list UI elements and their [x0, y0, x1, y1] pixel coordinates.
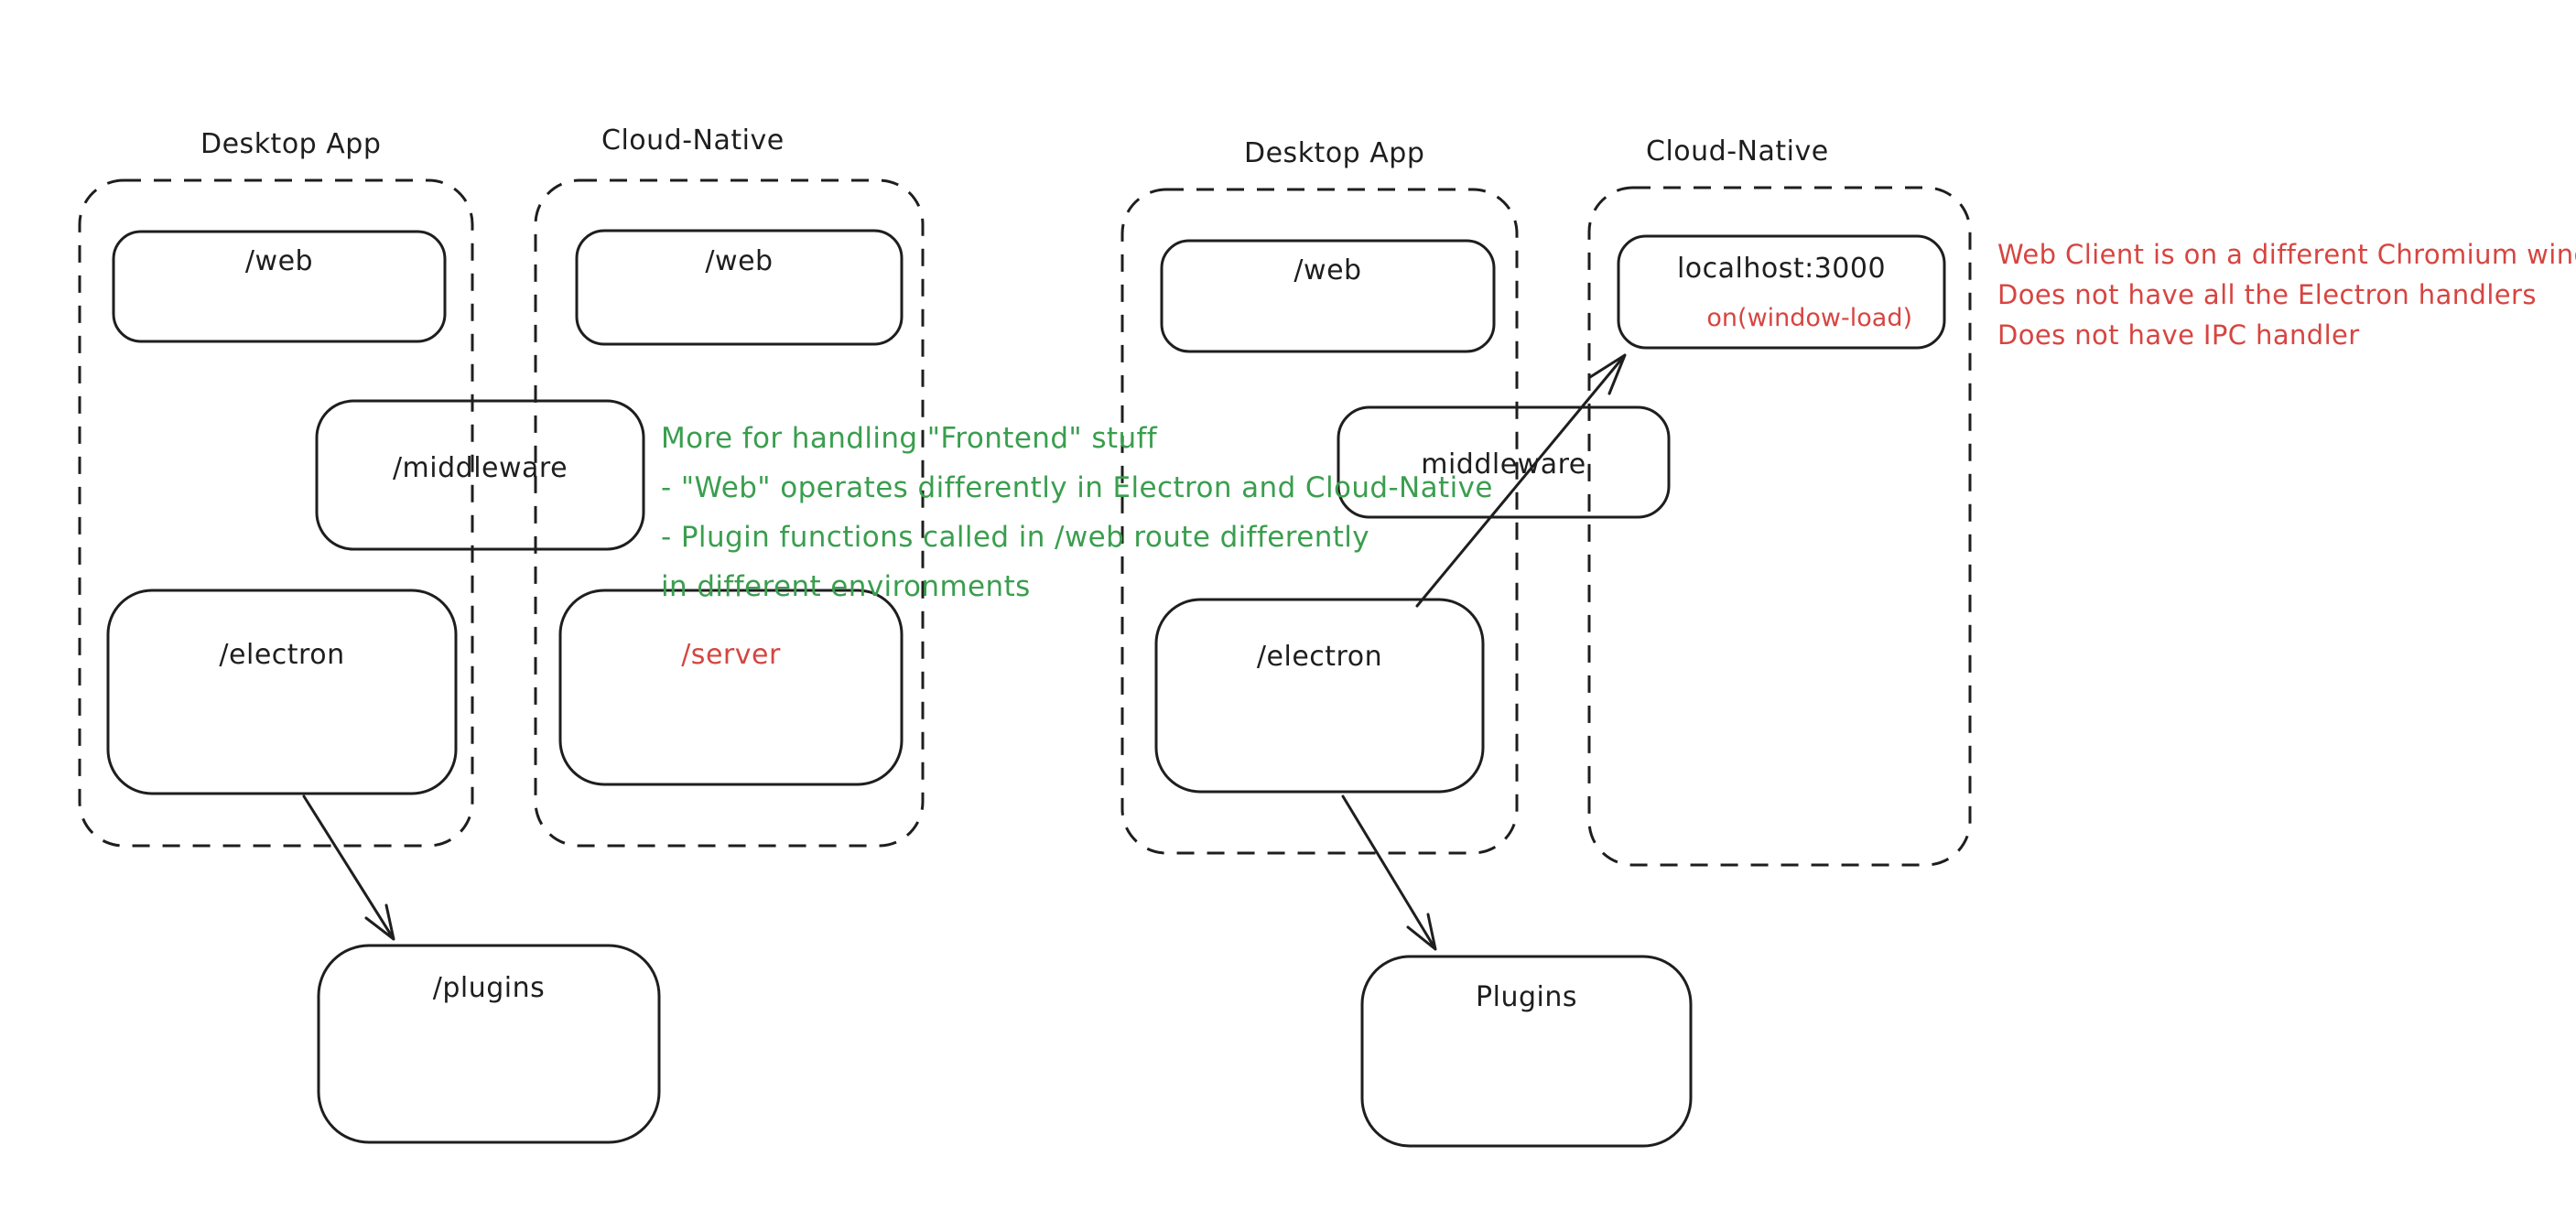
red-note-line: Does not have all the Electron handlers	[1997, 279, 2537, 310]
left-electron-box[interactable]	[106, 589, 458, 795]
right-plugins-label: Plugins	[1476, 981, 1577, 1013]
left-web-desktop-label: /web	[244, 245, 314, 277]
green-note-line: in different environments	[661, 570, 1031, 603]
left-desktop-app-title[interactable]: Desktop App	[200, 128, 382, 160]
right-cloud-native-container[interactable]	[1587, 186, 1972, 867]
right-plugins-box[interactable]	[1360, 955, 1693, 1148]
red-note-line: Web Client is on a different Chromium wi…	[1997, 239, 2576, 270]
green-note-line: More for handling "Frontend" stuff	[661, 422, 1158, 455]
left-web-cloud-box[interactable]	[575, 229, 904, 346]
right-localhost-box[interactable]	[1617, 234, 1946, 350]
left-server-label: /server	[681, 639, 781, 671]
right-electron-box[interactable]	[1154, 598, 1485, 794]
red-note[interactable]: Web Client is on a different Chromium wi…	[1997, 234, 2576, 355]
red-note-line: Does not have IPC handler	[1997, 319, 2360, 351]
right-web-box[interactable]	[1160, 239, 1496, 353]
right-localhost-label: localhost:3000	[1676, 253, 1887, 285]
left-electron-label: /electron	[219, 639, 345, 671]
right-electron-label: /electron	[1256, 641, 1383, 673]
left-plugins-label: /plugins	[432, 972, 546, 1004]
right-middleware-box[interactable]	[1337, 405, 1671, 519]
arrow-left-electron-to-plugins[interactable]	[302, 794, 395, 941]
right-window-load-label: on(window-load)	[1706, 304, 1912, 332]
arrow-right-electron-to-localhost[interactable]	[1415, 353, 1627, 608]
right-web-label: /web	[1293, 254, 1362, 286]
green-note-line: - "Web" operates differently in Electron…	[661, 471, 1493, 504]
right-desktop-app-title[interactable]: Desktop App	[1244, 137, 1425, 169]
left-middleware-label: /middleware	[392, 452, 568, 484]
left-cloud-native-container[interactable]	[534, 178, 925, 848]
green-note-line: - Plugin functions called in /web route …	[661, 521, 1370, 554]
green-note[interactable]: More for handling "Frontend" stuff - "We…	[661, 414, 1493, 611]
arrow-right-electron-to-plugins[interactable]	[1341, 794, 1437, 951]
right-cloud-native-title[interactable]: Cloud-Native	[1646, 135, 1829, 168]
left-middleware-box[interactable]	[315, 399, 645, 551]
left-server-box[interactable]	[558, 589, 904, 786]
left-plugins-box[interactable]	[317, 944, 661, 1144]
right-desktop-app-container[interactable]	[1120, 188, 1519, 855]
right-middleware-label: middleware	[1421, 448, 1586, 481]
left-desktop-app-container[interactable]	[78, 178, 474, 848]
left-cloud-native-title[interactable]: Cloud-Native	[601, 124, 785, 157]
left-web-desktop-box[interactable]	[112, 230, 447, 343]
left-web-cloud-label: /web	[705, 245, 774, 277]
